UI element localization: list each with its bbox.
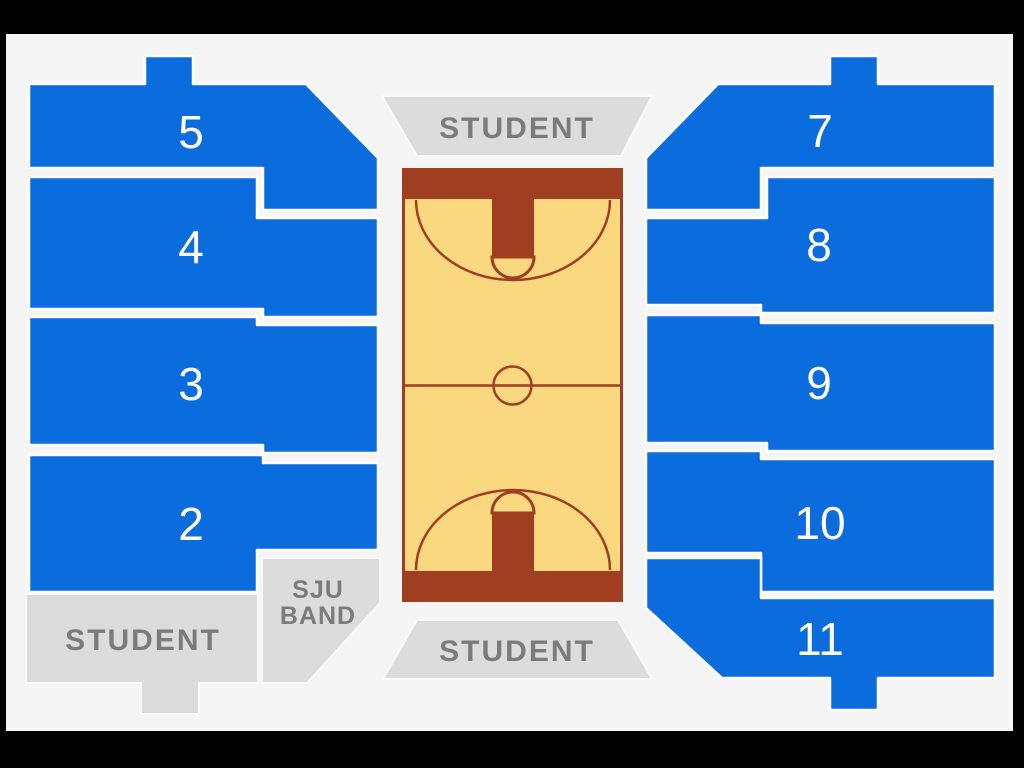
- section-5[interactable]: [27, 54, 380, 212]
- section-8-label: 8: [806, 219, 832, 271]
- section-11[interactable]: [644, 556, 997, 712]
- section-3[interactable]: [27, 315, 380, 455]
- court-baseline-band-bottom: [402, 571, 623, 602]
- section-3-label: 3: [178, 358, 204, 410]
- section-10-label: 10: [794, 497, 845, 549]
- student-section-bottom[interactable]: [382, 619, 653, 680]
- section-10[interactable]: [644, 449, 997, 594]
- court-key-top: [492, 198, 534, 257]
- student-top-label: STUDENT: [439, 112, 595, 145]
- section-9-label: 9: [806, 357, 832, 409]
- section-4-label: 4: [178, 221, 204, 273]
- center-circle: [492, 365, 533, 406]
- section-9[interactable]: [644, 313, 997, 453]
- free-throw-circle-top: [490, 255, 536, 280]
- section-2-label: 2: [178, 498, 204, 550]
- sju-band-label-line1: SJU: [292, 576, 344, 604]
- section-5-label: 5: [178, 106, 204, 158]
- section-7-label: 7: [807, 105, 833, 157]
- basketball-court: [402, 168, 623, 602]
- free-throw-circle-bottom: [490, 490, 536, 515]
- section-11-label: 11: [796, 613, 844, 665]
- student-section-top[interactable]: [381, 95, 653, 157]
- sju-band-section[interactable]: [261, 557, 381, 684]
- section-7[interactable]: [644, 54, 997, 212]
- court-baseline-band-top: [402, 168, 623, 199]
- student-left-label: STUDENT: [65, 624, 221, 657]
- three-point-arc-bottom: [414, 488, 612, 571]
- student-bottom-label: STUDENT: [439, 635, 595, 668]
- three-point-arc-top: [414, 199, 612, 282]
- section-2[interactable]: [27, 453, 380, 594]
- sju-band-label-line2: BAND: [280, 602, 356, 630]
- section-8[interactable]: [644, 175, 997, 315]
- court-key-bottom: [492, 513, 534, 572]
- student-section-left[interactable]: [25, 593, 259, 715]
- section-4[interactable]: [27, 175, 380, 319]
